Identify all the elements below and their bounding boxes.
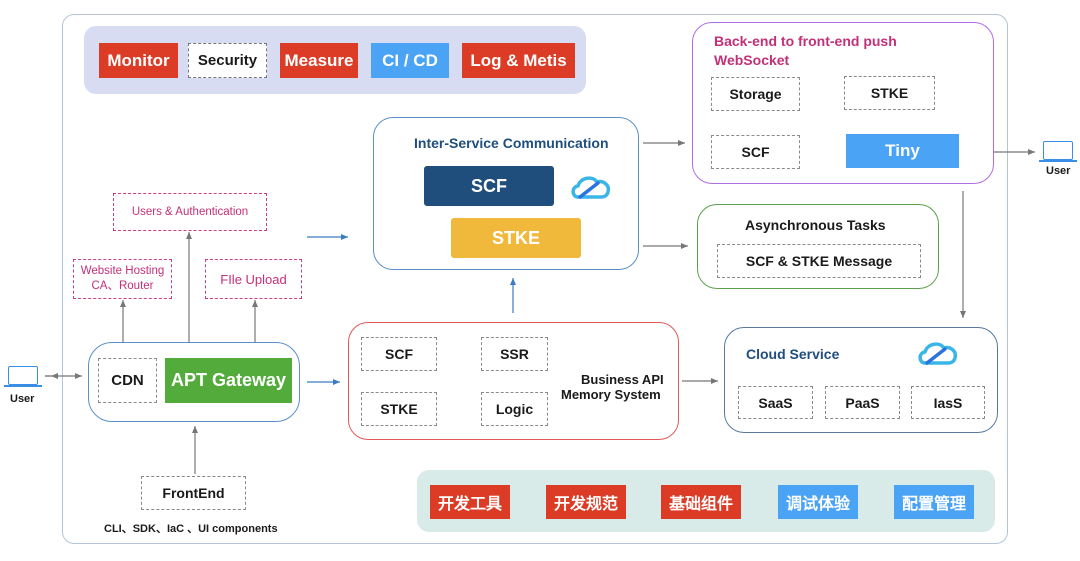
async-tasks-title: Asynchronous Tasks	[745, 217, 886, 233]
diagram-frame	[62, 14, 1008, 544]
inter-service-title: Inter-Service Communication	[414, 135, 609, 151]
laptop-icon-right	[1043, 141, 1073, 160]
tag-base-components: 基础组件	[661, 485, 741, 519]
node-scf-main: SCF	[424, 166, 554, 206]
tag-measure: Measure	[280, 43, 358, 78]
node-paas: PaaS	[825, 386, 900, 419]
node-iaas: IasS	[911, 386, 985, 419]
frontend-caption: CLI、SDK、IaC 、UI components	[104, 523, 278, 535]
cloud-icon	[918, 342, 958, 365]
laptop-base-right	[1039, 160, 1077, 162]
laptop-icon-left	[8, 366, 38, 385]
tag-log-metis: Log & Metis	[462, 43, 575, 78]
website-hosting-line2: CA、Router	[91, 280, 154, 292]
business-label-line2: Memory System	[561, 387, 661, 402]
node-ssr: SSR	[481, 337, 548, 371]
node-storage: Storage	[711, 77, 800, 111]
tag-security: Security	[188, 43, 267, 78]
tag-cicd: CI / CD	[371, 43, 449, 78]
node-saas: SaaS	[738, 386, 813, 419]
tag-debug-experience: 调试体验	[778, 485, 858, 519]
tag-config-management: 配置管理	[894, 485, 974, 519]
tag-dev-tools: 开发工具	[430, 485, 510, 519]
node-scf-push: SCF	[711, 135, 800, 169]
node-frontend: FrontEnd	[141, 476, 246, 510]
tag-monitor: Monitor	[99, 43, 178, 78]
node-tiny: Tiny	[846, 134, 959, 168]
node-scf-business: SCF	[361, 337, 437, 371]
node-stke-main: STKE	[451, 218, 581, 258]
websocket-title-line2: WebSocket	[714, 52, 790, 68]
node-logic: Logic	[481, 392, 548, 426]
website-hosting-line1: Website Hosting	[80, 265, 165, 277]
box-website-hosting: Website Hosting CA、Router	[73, 259, 172, 299]
node-apt-gateway: APT Gateway	[165, 358, 292, 403]
node-cdn: CDN	[98, 358, 157, 403]
node-scf-stke-message: SCF & STKE Message	[717, 244, 921, 278]
user-label-left: User	[10, 393, 35, 405]
tag-dev-standards: 开发规范	[546, 485, 626, 519]
cloud-service-title: Cloud Service	[746, 346, 840, 362]
business-label-line1: Business API	[581, 372, 664, 387]
node-stke-push: STKE	[844, 76, 935, 110]
user-label-right: User	[1046, 165, 1071, 177]
websocket-title-line1: Back-end to front-end push	[714, 33, 897, 49]
box-users-authentication: Users & Authentication	[113, 193, 267, 231]
cloud-icon	[571, 176, 611, 199]
node-stke-business: STKE	[361, 392, 437, 426]
laptop-base-left	[4, 385, 42, 387]
box-file-upload: FIle Upload	[205, 259, 302, 299]
